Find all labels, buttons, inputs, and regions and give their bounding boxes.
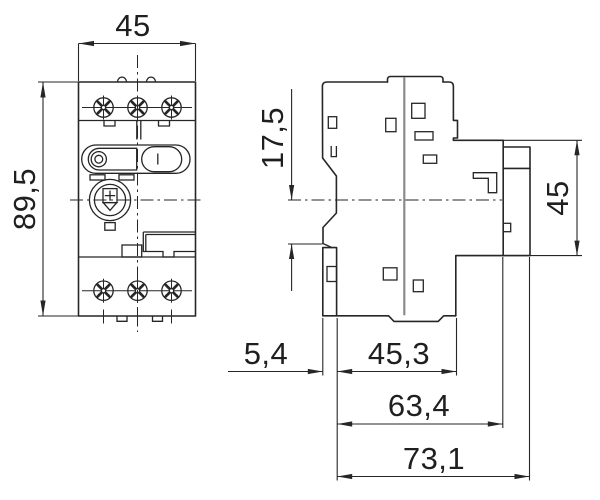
adjustment-dial[interactable] (88, 174, 135, 231)
cover-notches (103, 120, 171, 127)
dim-front-face-height: 45 (455, 139, 582, 257)
top-snap-bumps (116, 76, 157, 83)
side-view (288, 75, 531, 323)
dim-label-front-width: 45 (115, 8, 150, 43)
dial-pointer-icon (101, 201, 119, 212)
bottom-feet (116, 316, 164, 322)
dim-label-body-depth: 45,3 (368, 336, 430, 371)
right-profile (442, 81, 504, 257)
dim-label-depth-to-step: 63,4 (388, 388, 450, 423)
front-face-profile (455, 167, 531, 317)
dim-label-center-to-clip: 17,5 (255, 107, 290, 169)
front-step-bracket (472, 172, 498, 194)
dim-center-to-clip: 17,5 (255, 89, 323, 291)
on-button[interactable] (141, 146, 183, 173)
front-view (70, 55, 203, 332)
left-profile (321, 81, 389, 245)
dim-body-depth: 45,3 (337, 336, 457, 375)
side-face-details (327, 102, 512, 293)
dim-front-width: 45 (77, 8, 197, 81)
dimension-annotations: 45 89,5 17,5 45 (7, 8, 582, 481)
dim-label-clip-depth: 5,4 (244, 336, 289, 371)
rocker-switch[interactable] (81, 144, 191, 174)
center-slot (136, 120, 142, 140)
dial-tab-left (89, 174, 106, 181)
dial-tab-right (118, 174, 135, 181)
top-bump (386, 75, 444, 83)
dial-cross-icon (104, 190, 116, 201)
dim-label-front-height: 89,5 (7, 168, 42, 230)
dial-index-mark (104, 221, 116, 231)
dim-total-depth: 73,1 (337, 441, 530, 480)
dim-depth-to-step: 63,4 (337, 388, 503, 427)
off-symbol-icon (90, 150, 108, 168)
dial-knob-side (502, 146, 531, 170)
dim-label-front-face-height: 45 (540, 180, 575, 215)
dim-clip-depth: 5,4 (228, 336, 323, 375)
off-button[interactable] (87, 147, 138, 171)
dim-front-height: 89,5 (7, 81, 79, 317)
clip-detail (326, 265, 338, 283)
bottom-profile (322, 315, 457, 323)
test-button[interactable] (121, 244, 143, 258)
label-window (142, 231, 196, 258)
clip-hook (330, 146, 338, 158)
dim-label-total-depth: 73,1 (403, 441, 465, 476)
